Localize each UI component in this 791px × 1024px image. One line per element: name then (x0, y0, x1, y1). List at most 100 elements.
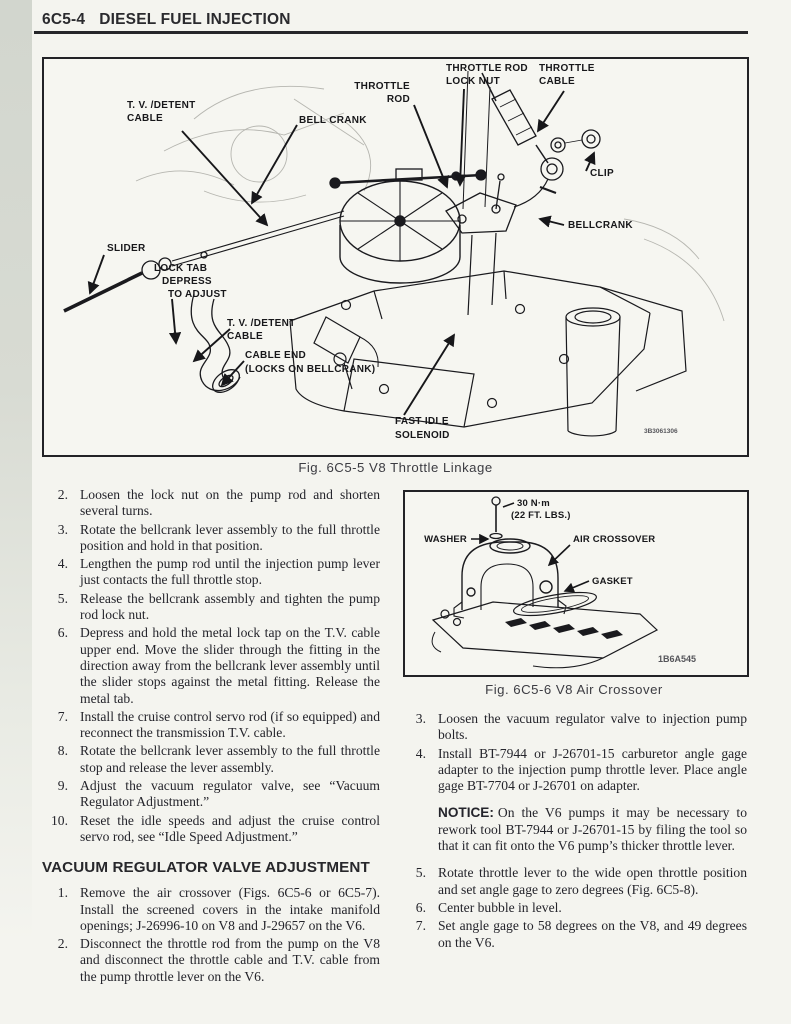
step-text: Rotate throttle lever to the wide open t… (438, 865, 747, 897)
leader-arrows (87, 88, 596, 416)
svg-text:ROD: ROD (387, 94, 410, 105)
engine-block-art (289, 270, 687, 437)
throttle-linkage-diagram: T. V. /DETENT CABLE BELL CRANK THROTTLE … (63, 63, 725, 441)
label-cable-end: CABLE END (245, 350, 306, 361)
page-header: 6C5-4 DIESEL FUEL INJECTION (42, 11, 291, 29)
step-text: Disconnect the throttle rod from the pum… (80, 936, 380, 984)
label-throttle-cable: THROTTLE (539, 63, 595, 74)
label-clip: CLIP (590, 168, 614, 179)
step-text: Rotate the bellcrank lever assembly to t… (80, 743, 380, 775)
step-number: 6. (415, 899, 426, 915)
page-title: DIESEL FUEL INJECTION (99, 11, 291, 28)
step-8: 8. Rotate the bellcrank lever assembly to… (42, 743, 380, 776)
step-text: Remove the air crossover (Figs. 6C5-6 or… (80, 885, 380, 933)
air-crossover-diagram: 30 N·m (22 FT. LBS.) WASHER AIR CROSSOVE… (424, 496, 696, 669)
label-washer: WASHER (424, 534, 467, 545)
step-3: 3. Rotate the bellcrank lever assembly to… (42, 522, 380, 555)
fig1-part-number: 3B3061306 (644, 428, 678, 435)
label-bell-crank: BELL CRANK (299, 115, 367, 126)
svg-text:CABLE: CABLE (227, 331, 263, 342)
step-6: 6. Depress and hold the metal lock tap on… (42, 625, 380, 706)
label-bellcrank: BELLCRANK (568, 220, 633, 231)
step-number: 9. (57, 778, 68, 794)
step-text: Release the bellcrank assembly and tight… (80, 590, 380, 623)
step-7: 7. Install the cruise control servo rod (… (42, 709, 380, 742)
left-column: 2. Loosen the lock nut on the pump rod an… (42, 487, 380, 987)
fig2-part-number: 1B6A545 (658, 654, 696, 664)
step-text: Adjust the vacuum regulator valve, see “… (80, 778, 380, 810)
label-air-crossover: AIR CROSSOVER (573, 534, 655, 545)
step-text: Center bubble in level. (438, 899, 562, 915)
step-4: 4. Lengthen the pump rod until the inject… (42, 556, 380, 589)
label-throttle-rod-lock-nut: THROTTLE ROD (446, 63, 528, 74)
scan-edge-shadow (0, 0, 32, 1024)
figure-air-crossover: 30 N·m (22 FT. LBS.) WASHER AIR CROSSOVE… (403, 490, 749, 677)
right-column: 30 N·m (22 FT. LBS.) WASHER AIR CROSSOVE… (400, 487, 749, 953)
label-tv-detent-cable-upper: T. V. /DETENT (127, 100, 196, 111)
label-gasket: GASKET (592, 576, 633, 587)
label-torque: 30 N·m (517, 498, 550, 509)
svg-text:(22 FT. LBS.): (22 FT. LBS.) (511, 510, 571, 521)
label-lock-tab: LOCK TAB (154, 263, 207, 274)
manifold-art (431, 591, 659, 669)
step-text: Loosen the lock nut on the pump rod and … (80, 487, 380, 519)
bolt-art (489, 496, 503, 540)
svg-text:(LOCKS ON BELLCRANK): (LOCKS ON BELLCRANK) (245, 364, 375, 375)
background-sketch (135, 85, 725, 322)
svg-text:CABLE: CABLE (127, 113, 163, 124)
step-r7: 7. Set angle gage to 58 degrees on the V8… (400, 918, 747, 951)
notice-block: NOTICE:On the V6 pumps it may be necessa… (438, 805, 747, 854)
step-text: Reset the idle speeds and adjust the cru… (80, 812, 380, 844)
step-number: 1. (57, 885, 68, 901)
step-9: 9. Adjust the vacuum regulator valve, see… (42, 778, 380, 811)
header-rule (34, 31, 748, 34)
step-number: 4. (415, 745, 426, 761)
label-fast-idle-solenoid: FAST IDLE (395, 416, 449, 427)
air-cleaner-art (339, 180, 461, 284)
step-r3: 3. Loosen the vacuum regulator valve to i… (400, 711, 747, 744)
label-slider: SLIDER (107, 243, 146, 254)
svg-text:LOCK NUT: LOCK NUT (446, 76, 500, 87)
section-step-2: 2. Disconnect the throttle rod from the p… (42, 936, 380, 985)
section-step-1: 1. Remove the air crossover (Figs. 6C5-6 … (42, 885, 380, 934)
svg-text:CABLE: CABLE (539, 76, 575, 87)
step-number: 3. (415, 711, 426, 726)
step-number: 8. (57, 743, 68, 759)
step-r4: 4. Install BT-7944 or J-26701-15 carburet… (400, 746, 747, 795)
step-text: Set angle gage to 58 degrees on the V8, … (438, 918, 747, 950)
step-text: Rotate the bellcrank lever assembly to t… (80, 521, 380, 553)
step-text: Install BT-7944 or J-26701-15 carburetor… (438, 745, 747, 794)
linkage-art (329, 70, 601, 316)
fig2-leader-arrows (471, 502, 590, 593)
step-2: 2.Loosen the lock nut on the pump rod an… (42, 487, 380, 520)
notice-label: NOTICE: (438, 805, 494, 821)
step-text: Install the cruise control servo rod (if… (80, 708, 380, 741)
section-heading-vacuum-regulator: VACUUM REGULATOR VALVE ADJUSTMENT (42, 859, 370, 877)
fig2-caption: Fig. 6C5-6 V8 Air Crossover (485, 682, 663, 697)
svg-text:SOLENOID: SOLENOID (395, 430, 450, 441)
fig1-labels: T. V. /DETENT CABLE BELL CRANK THROTTLE … (107, 63, 678, 441)
step-text: Depress and hold the metal lock tap on t… (80, 625, 380, 706)
notice-text: On the V6 pumps it may be necessary to r… (438, 805, 747, 854)
step-number: 3. (57, 521, 68, 537)
figure-throttle-linkage: T. V. /DETENT CABLE BELL CRANK THROTTLE … (42, 57, 749, 457)
step-number: 6. (57, 625, 68, 641)
step-number: 7. (57, 708, 68, 724)
page-number: 6C5-4 (42, 11, 86, 28)
step-number: 7. (415, 918, 426, 934)
step-r5: 5. Rotate throttle lever to the wide open… (400, 865, 747, 898)
step-number: 4. (57, 556, 68, 572)
step-number: 5. (415, 865, 426, 881)
step-text: Lengthen the pump rod until the injectio… (80, 556, 380, 588)
step-10: 10. Reset the idle speeds and adjust the … (42, 813, 380, 846)
svg-text:TO ADJUST: TO ADJUST (168, 289, 227, 300)
label-tv-detent-cable-lower: T. V. /DETENT (227, 318, 296, 329)
svg-text:DEPRESS: DEPRESS (162, 276, 212, 287)
step-text: Loosen the vacuum regulator valve to inj… (438, 711, 747, 743)
step-r6: 6. Center bubble in level. (400, 900, 747, 916)
step-number: 2. (57, 936, 68, 952)
label-throttle-rod: THROTTLE (354, 81, 410, 92)
step-number: 10. (51, 812, 68, 828)
step-number: 5. (57, 590, 68, 606)
